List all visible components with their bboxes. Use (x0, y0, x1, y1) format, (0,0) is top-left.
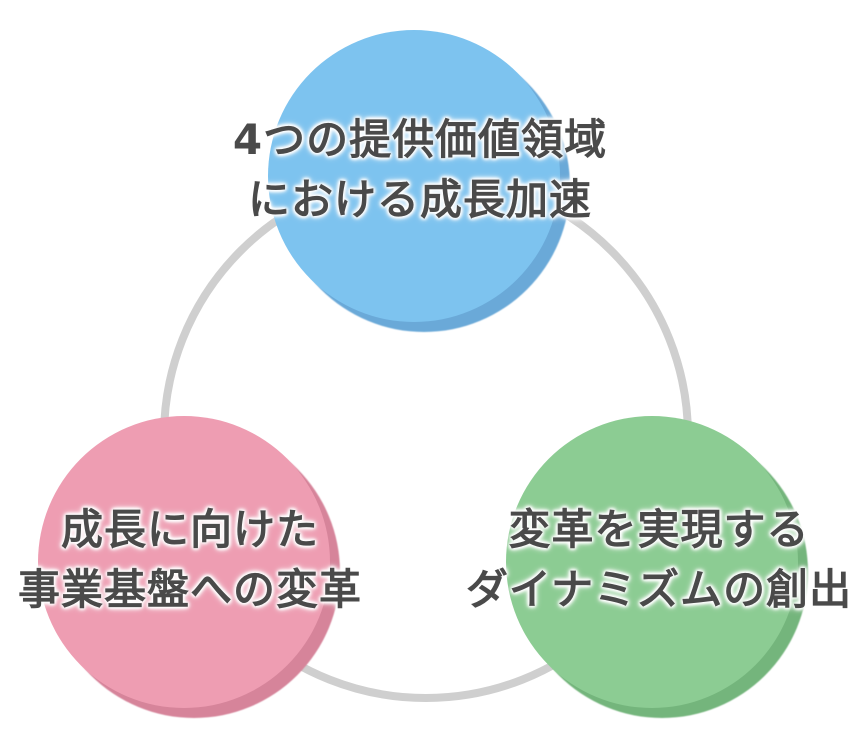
node-circle (268, 30, 560, 322)
node-label-line: 事業基盤への変革 (17, 565, 363, 614)
node-label-top: 4つの提供価値領域 における成長加速 (233, 110, 607, 230)
node-business-foundation (38, 416, 340, 718)
node-circle (38, 416, 330, 708)
node-dynamism (506, 416, 808, 718)
node-label-line: 成長に向けた (60, 505, 320, 554)
node-label-line: 4つの提供価値領域 (232, 115, 608, 164)
node-label-left: 成長に向けた 事業基盤への変革 (18, 500, 362, 620)
node-label-line: における成長加速 (247, 175, 593, 224)
node-label-line: ダイナミズムの創出 (465, 565, 853, 614)
node-label-right: 変革を実現する ダイナミズムの創出 (466, 500, 852, 620)
node-circle (506, 416, 798, 708)
node-growth-acceleration (268, 30, 570, 332)
node-label-line: 変革を実現する (508, 505, 810, 554)
